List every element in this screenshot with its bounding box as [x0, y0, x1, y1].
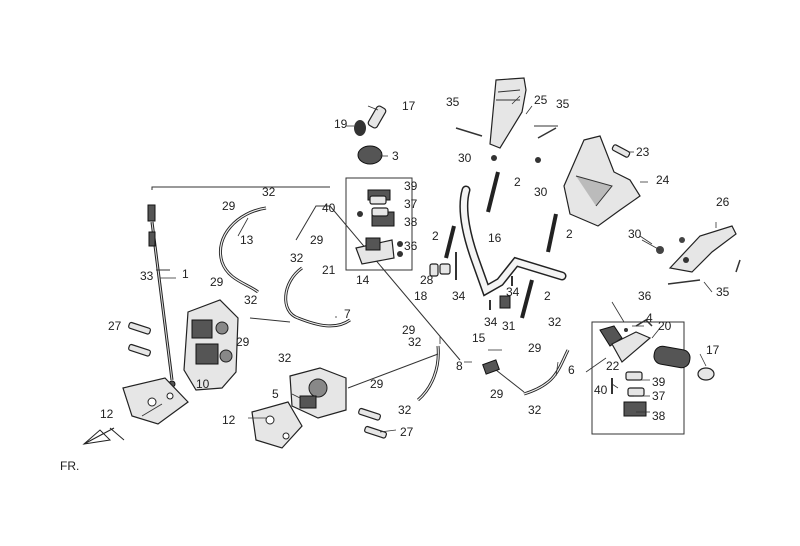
callout-c32f: 32	[398, 403, 412, 417]
callout-c32c: 32	[244, 293, 258, 307]
callout-c39a: 39	[404, 179, 418, 193]
callout-c35c: 35	[716, 285, 730, 299]
callout-c35b: 35	[556, 97, 570, 111]
callout-c40a: 40	[322, 201, 336, 215]
callout-c2b: 2	[432, 229, 439, 243]
callout-c40b: 40	[594, 383, 608, 397]
callout-c31: 31	[502, 319, 516, 333]
callout-c30a: 30	[458, 151, 472, 165]
callout-c7: 7	[344, 307, 351, 321]
callout-c38a: 38	[404, 215, 418, 229]
callout-c29g: 29	[490, 387, 504, 401]
callout-c32g: 32	[528, 403, 542, 417]
callout-c36a: 36	[404, 239, 418, 253]
callout-c30b: 30	[534, 185, 548, 199]
callout-c29f: 29	[370, 377, 384, 391]
part-drawings	[82, 77, 741, 449]
callout-c20: 20	[658, 319, 672, 333]
callout-c29a: 29	[222, 199, 236, 213]
callout-c3: 3	[392, 149, 399, 163]
callout-c25: 25	[534, 93, 548, 107]
callout-c27a: 27	[108, 319, 122, 333]
callout-c34a: 34	[452, 289, 466, 303]
callout-c2c: 2	[566, 227, 573, 241]
callout-c10: 10	[196, 377, 210, 391]
callout-c35a: 35	[446, 95, 460, 109]
front-direction-label: FR.	[60, 459, 79, 473]
callout-c24: 24	[656, 173, 670, 187]
callout-c34c: 34	[484, 315, 498, 329]
callout-c17a: 17	[402, 99, 416, 113]
callout-c6: 6	[568, 363, 575, 377]
callout-c38b: 38	[652, 409, 666, 423]
callout-c13: 13	[240, 233, 254, 247]
callout-c18: 18	[414, 289, 428, 303]
callout-c28: 28	[420, 273, 434, 287]
callout-c22: 22	[606, 359, 620, 373]
callout-c32e: 32	[408, 335, 422, 349]
callout-c2a: 2	[514, 175, 521, 189]
callout-c33: 33	[140, 269, 154, 283]
callout-c37a: 37	[404, 197, 418, 211]
callout-c5: 5	[272, 387, 279, 401]
callout-c32h: 32	[548, 315, 562, 329]
callout-c2d: 2	[544, 289, 551, 303]
callout-c19: 19	[334, 117, 348, 131]
callout-c12b: 12	[222, 413, 236, 427]
callout-c12a: 12	[100, 407, 114, 421]
callout-c15: 15	[472, 331, 486, 345]
callout-c32d: 32	[278, 351, 292, 365]
callout-c34b: 34	[506, 285, 520, 299]
callout-c39b: 39	[652, 375, 666, 389]
leader-lines	[141, 95, 717, 433]
callout-c37b: 37	[652, 389, 666, 403]
callout-c21: 21	[322, 263, 336, 277]
callout-c29b: 29	[310, 233, 324, 247]
callout-c27b: 27	[400, 425, 414, 439]
callout-c23: 23	[636, 145, 650, 159]
callout-c17b: 17	[706, 343, 720, 357]
callout-c1: 1	[182, 267, 189, 281]
callout-c29h: 29	[528, 341, 542, 355]
callout-c16: 16	[488, 231, 502, 245]
callout-c8: 8	[456, 359, 463, 373]
callout-c32b: 32	[290, 251, 304, 265]
callout-c32a: 32	[262, 185, 276, 199]
callout-c29c: 29	[210, 275, 224, 289]
callout-c26: 26	[716, 195, 730, 209]
callout-c36b: 36	[638, 289, 652, 303]
callout-c29d: 29	[236, 335, 250, 349]
callout-c30c: 30	[628, 227, 642, 241]
callout-c29e: 29	[402, 323, 416, 337]
callout-c4: 4	[646, 311, 653, 325]
callout-c14: 14	[356, 273, 370, 287]
